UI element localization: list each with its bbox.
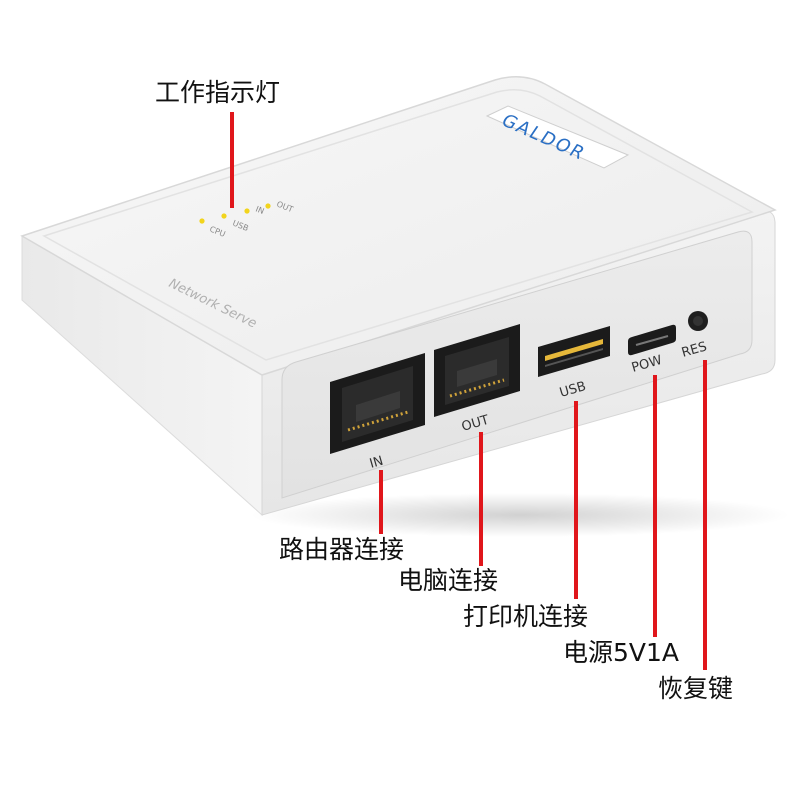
- device-top-rim: [42, 89, 754, 361]
- led-usb: [221, 213, 227, 219]
- rj45-out-port: [434, 324, 520, 417]
- leader-line-router: [379, 470, 383, 534]
- leader-line-printer: [574, 401, 578, 599]
- led-label-in: IN: [254, 205, 265, 216]
- usb-port: [538, 326, 610, 377]
- rj45-in-port: [330, 353, 425, 454]
- callout-reset: 恢复键: [658, 674, 734, 703]
- callout-router: 路由器连接: [279, 535, 405, 564]
- micro-usb-port: [628, 324, 676, 356]
- leader-line-computer: [479, 432, 483, 566]
- reset-button-hole: [688, 311, 708, 331]
- leader-line-indicator: [230, 112, 234, 208]
- led-out: [265, 203, 271, 209]
- callout-computer: 电脑连接: [398, 566, 499, 595]
- led-in: [244, 208, 250, 214]
- callout-indicator: 工作指示灯: [155, 78, 281, 107]
- indicator-leds: OUT IN USB CPU: [199, 200, 295, 239]
- port-label-res: RES: [680, 339, 709, 360]
- port-label-out: OUT: [460, 413, 491, 435]
- led-cpu: [199, 218, 205, 224]
- callout-printer: 打印机连接: [463, 602, 589, 631]
- leader-line-reset: [703, 360, 707, 670]
- port-label-usb: USB: [558, 379, 588, 401]
- port-label-in: IN: [368, 454, 385, 472]
- ground-shadow: [250, 493, 790, 537]
- callout-power: 电源5V1A: [563, 638, 680, 667]
- leader-line-power: [653, 375, 657, 637]
